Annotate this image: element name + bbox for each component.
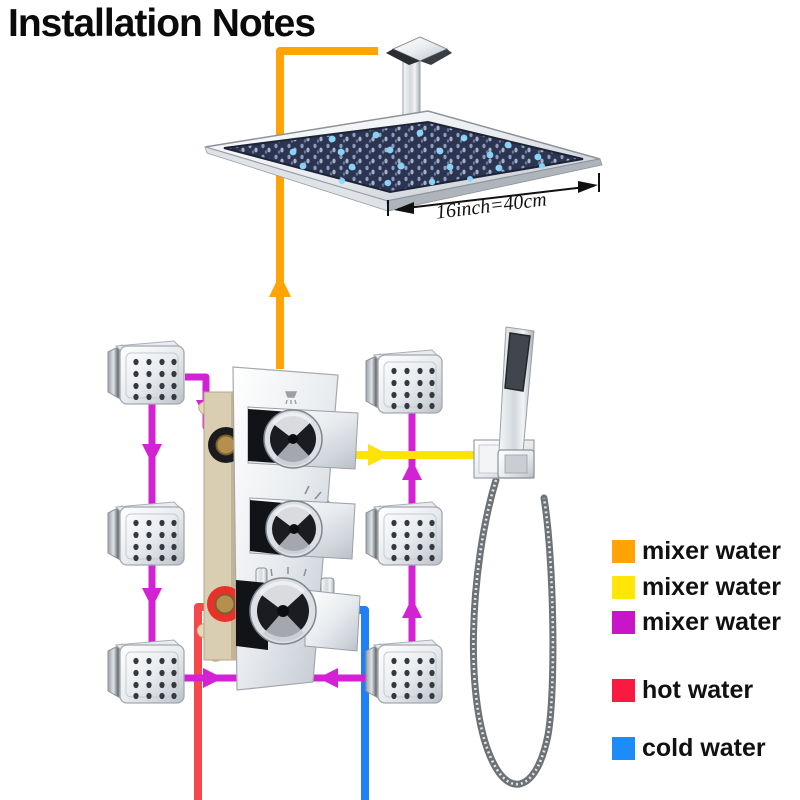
legend-item-mixer-yellow: mixer water — [612, 573, 781, 602]
legend-swatch-red — [612, 679, 635, 702]
legend-swatch-magenta — [612, 611, 635, 634]
led-lights — [289, 129, 545, 187]
rough-in-box — [196, 391, 244, 662]
legend-item-cold-water: cold water — [612, 734, 781, 763]
thermostatic-valve — [196, 366, 361, 691]
legend-label: cold water — [642, 734, 766, 762]
dial-ticks — [270, 567, 307, 577]
hand-shower-face — [504, 332, 531, 392]
legend-item-mixer-orange: mixer water — [612, 537, 781, 566]
body-jet-right-middle — [365, 501, 443, 566]
legend-swatch-blue — [612, 737, 635, 760]
body-jet-right-bottom — [365, 639, 443, 704]
shower-hose — [469, 476, 557, 788]
body-jet-right-top — [365, 349, 443, 414]
pipe-mixer-yellow — [346, 444, 478, 466]
shower-engraving-icon — [284, 391, 298, 405]
legend-label: mixer water — [642, 537, 781, 565]
page-title: Installation Notes — [8, 2, 316, 45]
legend-label: mixer water — [642, 573, 781, 601]
valve-knob-middle[interactable] — [249, 485, 356, 560]
legend-item-mixer-magenta: mixer water — [612, 608, 781, 637]
ceiling-mount-arm — [386, 36, 452, 121]
body-jet-left-bottom — [107, 639, 185, 704]
rain-shower-head — [204, 110, 603, 212]
legend-label: hot water — [642, 676, 754, 704]
hand-shower — [473, 326, 535, 479]
legend-swatch-yellow — [612, 576, 635, 599]
valve-knob-bottom[interactable] — [236, 567, 361, 652]
valve-knob-top[interactable] — [247, 406, 359, 470]
legend: mixer water mixer water mixer water hot … — [612, 537, 781, 763]
body-jet-left-middle — [107, 501, 185, 566]
legend-swatch-orange — [612, 540, 635, 563]
pipe-mixer-orange — [269, 47, 378, 369]
legend-label: mixer water — [642, 608, 781, 636]
legend-item-hot-water: hot water — [612, 676, 781, 705]
body-jet-left-top — [107, 340, 185, 405]
